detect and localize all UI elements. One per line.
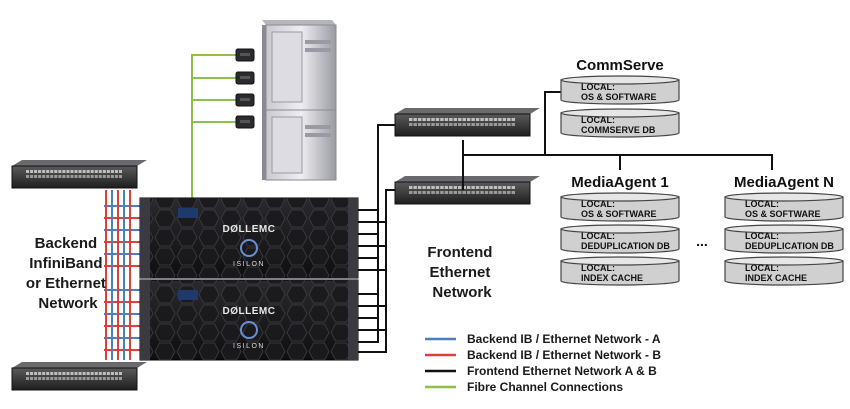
mediaagent-n-disk-icon: LOCAL:INDEX CACHE bbox=[724, 256, 844, 286]
backend-switch-a-icon bbox=[11, 160, 147, 189]
legend-label: Fibre Channel Connections bbox=[467, 380, 623, 394]
mediaagent-1-disk-icon: LOCAL:OS & SOFTWARE bbox=[560, 192, 680, 222]
mediaagent-1-disk-icon: LOCAL:DEDUPLICATION DB bbox=[560, 224, 680, 254]
mediaagent-n-title: MediaAgent N bbox=[734, 174, 834, 191]
disk-label: LOCAL:OS & SOFTWARE bbox=[745, 199, 821, 219]
legend: Backend IB / Ethernet Network - A Backend… bbox=[425, 332, 661, 394]
network-switches bbox=[11, 108, 540, 391]
fibre-channel-lines bbox=[191, 54, 238, 200]
ellipsis: ... bbox=[696, 233, 708, 249]
server-tree-lines bbox=[462, 91, 773, 190]
server-disks: LOCAL:OS & SOFTWARE LOCAL:COMMSERVE DB LOC… bbox=[560, 75, 844, 286]
tape-drive-icon bbox=[235, 93, 255, 107]
commserve-disk-icon: LOCAL:OS & SOFTWARE bbox=[560, 75, 680, 105]
legend-item: Fibre Channel Connections bbox=[425, 380, 623, 394]
disk-label: LOCAL:OS & SOFTWARE bbox=[581, 82, 657, 102]
tape-drives bbox=[235, 48, 255, 129]
backend-switch-b-icon bbox=[11, 362, 147, 391]
frontend-switch-b-icon bbox=[394, 176, 540, 205]
legend-label: Backend IB / Ethernet Network - B bbox=[467, 348, 661, 362]
tape-drive-icon bbox=[235, 48, 255, 62]
isilon-node-icon: DØLLEMC ISILON bbox=[139, 279, 359, 361]
isilon-cluster: DØLLEMC ISILON DØLLEMC ISILON bbox=[139, 197, 359, 361]
backend-network-lines bbox=[104, 190, 140, 360]
tape-drive-icon bbox=[235, 71, 255, 85]
frontend-network-label: Frontend Ethernet Network bbox=[427, 244, 496, 301]
dellemc-logo: DØLLEMC bbox=[223, 224, 276, 235]
disk-label: LOCAL:OS & SOFTWARE bbox=[581, 199, 657, 219]
isilon-logo: ISILON bbox=[233, 261, 265, 268]
mediaagent-n-disk-icon: LOCAL:DEDUPLICATION DB bbox=[724, 224, 844, 254]
commserve-title: CommServe bbox=[576, 57, 664, 74]
legend-item: Frontend Ethernet Network A & B bbox=[425, 364, 657, 378]
isilon-node-icon: DØLLEMC ISILON bbox=[139, 197, 359, 279]
legend-item: Backend IB / Ethernet Network - A bbox=[425, 332, 661, 346]
mediaagent-n-disk-icon: LOCAL:OS & SOFTWARE bbox=[724, 192, 844, 222]
commserve-disk-icon: LOCAL:COMMSERVE DB bbox=[560, 108, 680, 138]
frontend-network-lines bbox=[355, 124, 395, 353]
mediaagent-1-title: MediaAgent 1 bbox=[571, 174, 669, 191]
disk-label: LOCAL:DEDUPLICATION DB bbox=[745, 231, 834, 251]
legend-item: Backend IB / Ethernet Network - B bbox=[425, 348, 661, 362]
disk-label: LOCAL:INDEX CACHE bbox=[581, 263, 643, 283]
dellemc-logo: DØLLEMC bbox=[223, 306, 276, 317]
disk-label: LOCAL:INDEX CACHE bbox=[745, 263, 807, 283]
backend-network-label: Backend InfiniBand or Ethernet Network bbox=[26, 235, 110, 312]
isilon-logo: ISILON bbox=[233, 343, 265, 350]
legend-label: Backend IB / Ethernet Network - A bbox=[467, 332, 661, 346]
disk-label: LOCAL:DEDUPLICATION DB bbox=[581, 231, 670, 251]
legend-label: Frontend Ethernet Network A & B bbox=[467, 364, 657, 378]
tape-library-icon bbox=[262, 20, 337, 181]
frontend-switch-a-icon bbox=[394, 108, 540, 137]
mediaagent-1-disk-icon: LOCAL:INDEX CACHE bbox=[560, 256, 680, 286]
tape-drive-icon bbox=[235, 115, 255, 129]
disk-label: LOCAL:COMMSERVE DB bbox=[581, 115, 656, 135]
